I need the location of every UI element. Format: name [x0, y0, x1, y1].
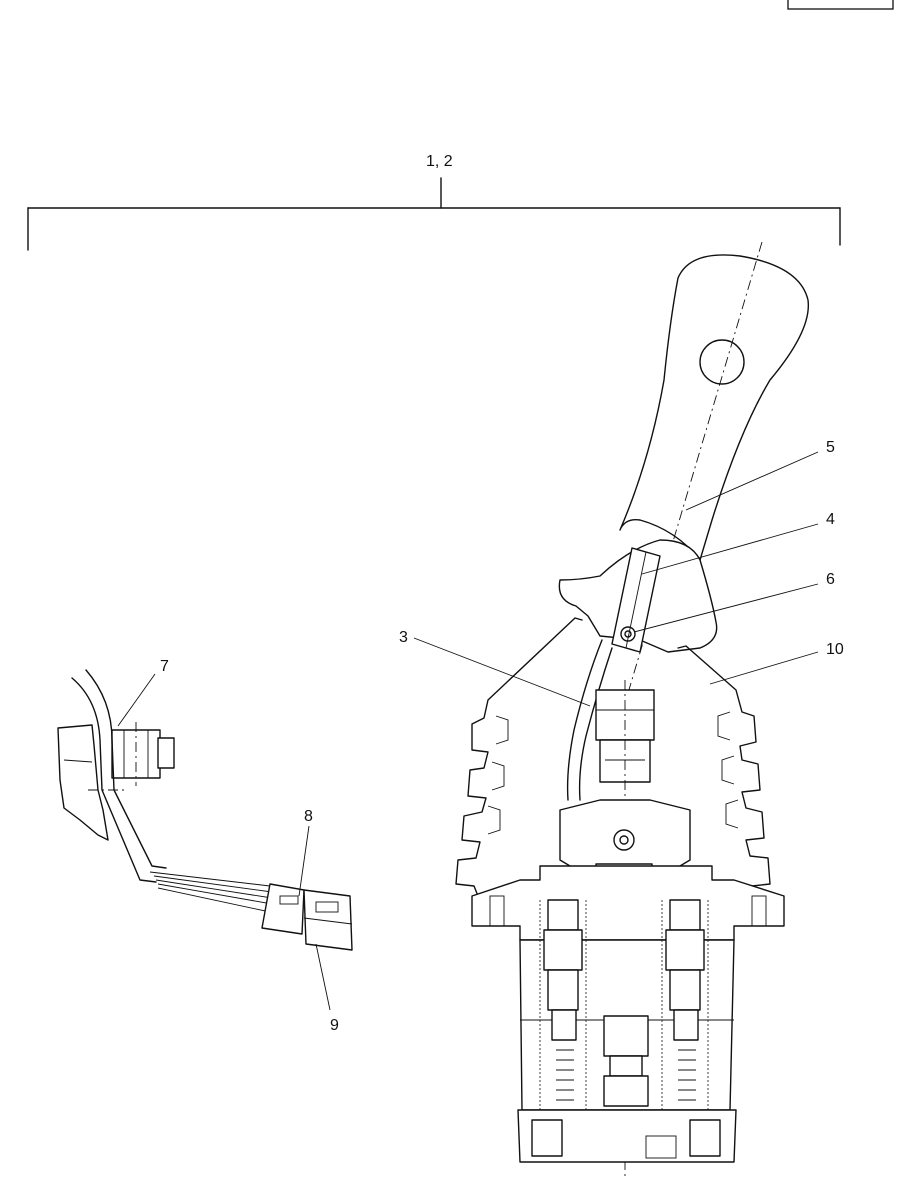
callouts: 3 4 5 6 7 8 9 10	[160, 439, 844, 1034]
group-callout: 1, 2	[426, 153, 453, 170]
callout-3: 3	[399, 629, 408, 646]
callout-8: 8	[304, 808, 313, 825]
callout-7: 7	[160, 658, 169, 675]
control-valve-assembly	[455, 241, 810, 1180]
callout-5: 5	[826, 439, 835, 456]
leader-lines	[117, 451, 819, 1011]
page-reference-box	[787, 0, 894, 10]
assembly-bracket	[27, 177, 841, 251]
callout-4: 4	[826, 511, 835, 528]
harness-subassembly	[57, 669, 353, 951]
callout-6: 6	[826, 571, 835, 588]
callout-10: 10	[826, 641, 844, 658]
callout-9: 9	[330, 1017, 339, 1034]
